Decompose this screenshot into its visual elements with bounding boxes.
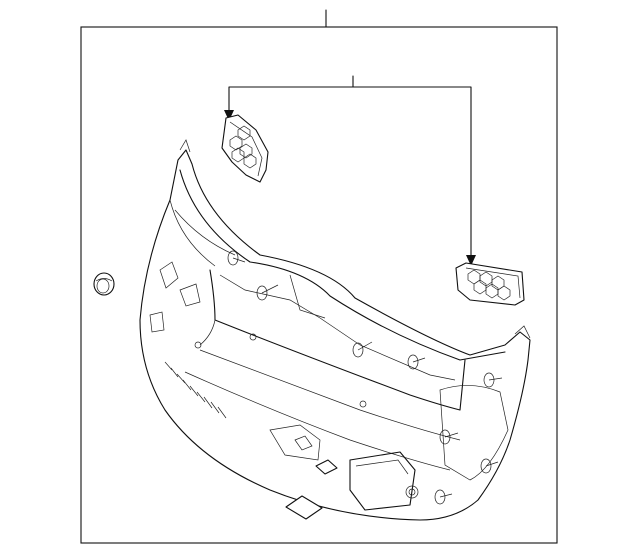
diagram-frame	[80, 26, 558, 544]
trim-panel	[139, 139, 531, 521]
pad-lower	[285, 495, 323, 520]
bracket-right	[455, 262, 525, 306]
arrow-head-right	[466, 255, 476, 266]
clip-left	[93, 272, 115, 296]
bracket-upper-left	[221, 114, 269, 183]
pad-small	[315, 459, 338, 475]
arrow-head-left	[224, 110, 234, 121]
bracket-callout	[224, 75, 476, 266]
